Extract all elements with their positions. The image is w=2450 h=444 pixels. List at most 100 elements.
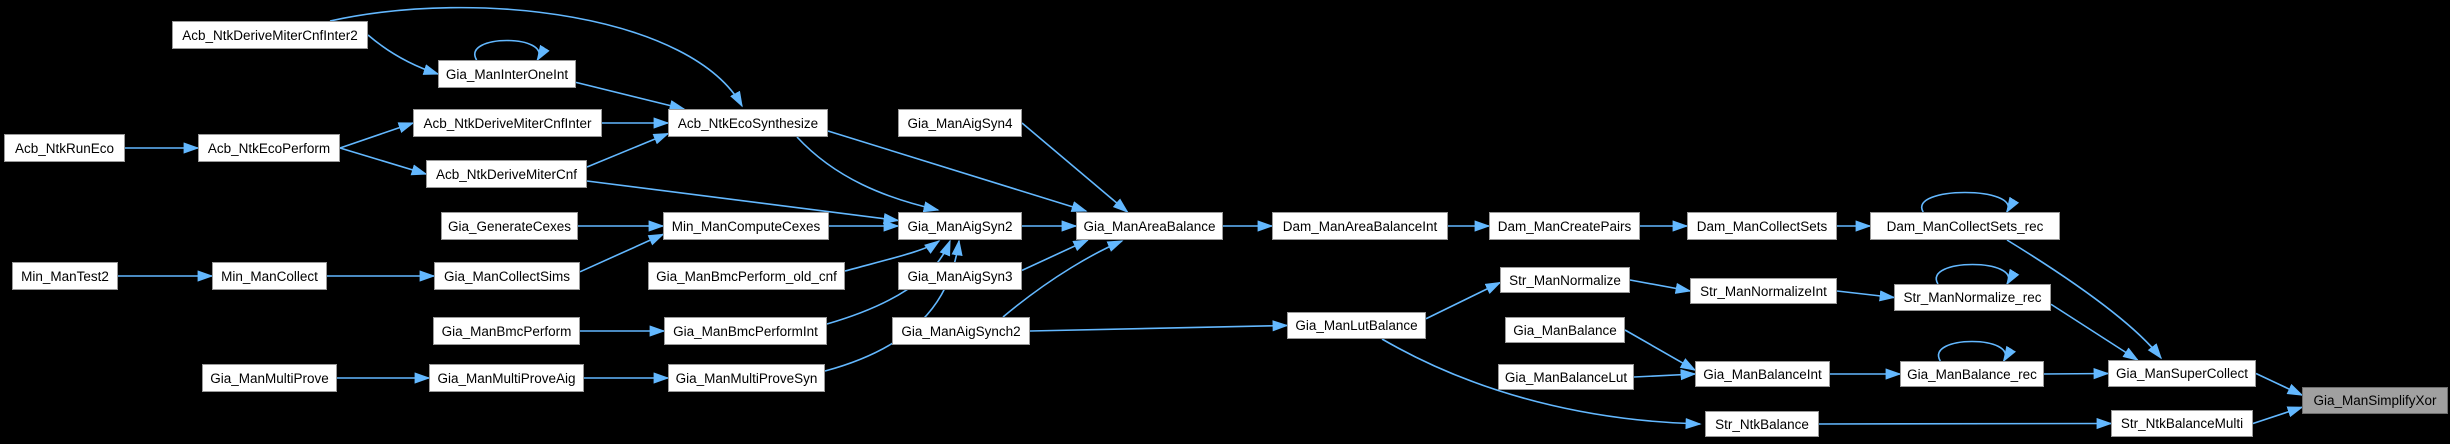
graph-node-label: Gia_ManAigSynch2: [901, 323, 1021, 339]
graph-node-balrec[interactable]: Gia_ManBalance_rec: [1900, 361, 2044, 387]
graph-node-normrec[interactable]: Str_ManNormalize_rec: [1894, 284, 2051, 311]
edge-inter2-interone: [367, 34, 440, 75]
graph-node-bmc[interactable]: Gia_ManBmcPerform: [433, 317, 580, 345]
graph-node-label: Gia_GenerateCexes: [447, 218, 572, 234]
edges-group: [118, 6, 2304, 430]
graph-node-label: Str_ManNormalize_rec: [1903, 290, 2042, 305]
graph-node-label: Dam_ManAreaBalanceInt: [1282, 218, 1438, 234]
edge-ecoperform-miterinter: [339, 122, 415, 149]
edge-synch2-lutbal: [1029, 320, 1289, 332]
graph-node-miterinter[interactable]: Acb_NtkDeriveMiterCnfInter: [413, 109, 602, 137]
edge-mitercnf-ecosynth: [586, 132, 670, 168]
graph-node-pairs[interactable]: Dam_ManCreatePairs: [1489, 212, 1640, 240]
graph-node-label: Str_NtkBalance: [1715, 416, 1809, 432]
graph-node-label: Gia_ManSimplifyXor: [2313, 393, 2437, 408]
edge-syn3-areabal: [1021, 239, 1090, 272]
graph-node-synch2[interactable]: Gia_ManAigSynch2: [892, 317, 1030, 345]
graph-node-label: Gia_ManAigSyn3: [907, 268, 1013, 284]
graph-node-setsrec[interactable]: Dam_ManCollectSets_rec: [1870, 212, 2060, 240]
graph-node-label: Min_ManComputeCexes: [671, 218, 821, 234]
graph-node-label: Gia_ManBalance_rec: [1907, 366, 2037, 382]
graph-node-normalize[interactable]: Str_ManNormalize: [1500, 267, 1630, 293]
edge-ntkbal-ntkmulti: [1818, 417, 2113, 430]
graph-node-collect[interactable]: Min_ManCollect: [212, 262, 327, 290]
graph-node-label: Gia_ManInterOneInt: [445, 66, 569, 82]
edge-ecosynth-areabal: [827, 130, 1088, 212]
edge-mitercnf-syn2: [586, 180, 900, 225]
graph-node-label: Dam_ManCollectSets_rec: [1886, 218, 2044, 234]
graph-node-areabal[interactable]: Gia_ManAreaBalance: [1076, 212, 1223, 240]
edge-setsrec-setsrec: [1920, 191, 2020, 214]
graph-node-syn3[interactable]: Gia_ManAigSyn3: [898, 262, 1022, 290]
graph-node-test2[interactable]: Min_ManTest2: [12, 262, 118, 290]
graph-node-xor: Gia_ManSimplifyXor: [2302, 387, 2448, 414]
edge-multisyn-syn2: [824, 239, 963, 372]
graph-node-label: Gia_ManBmcPerformInt: [673, 323, 818, 339]
edge-syn4-areabal: [1021, 122, 1129, 214]
graph-node-dambal[interactable]: Dam_ManAreaBalanceInt: [1272, 212, 1448, 240]
edge-normalize-normint: [1629, 279, 1692, 294]
graph-node-lutbal[interactable]: Gia_ManLutBalance: [1287, 312, 1426, 339]
graph-node-cexes[interactable]: Min_ManComputeCexes: [663, 212, 829, 240]
graph-node-label: Acb_NtkDeriveMiterCnf: [435, 166, 578, 182]
graph-node-gencexes[interactable]: Gia_GenerateCexes: [441, 212, 578, 240]
edge-interone-interone: [474, 39, 550, 62]
graph-node-inter2[interactable]: Acb_NtkDeriveMiterCnfInter2: [172, 21, 368, 49]
graph-node-label: Gia_ManAigSyn2: [907, 218, 1013, 234]
graph-node-ntkbal[interactable]: Str_NtkBalance: [1705, 411, 1819, 437]
edge-balrec-balrec: [1937, 340, 2016, 363]
edge-ballut-balint: [1633, 369, 1697, 381]
edge-ecosynth-syn2: [796, 136, 940, 213]
graph-node-label: Str_ManNormalizeInt: [1700, 283, 1827, 299]
edge-balrec-super: [2043, 368, 2110, 380]
edge-ntkmulti-xor: [2252, 406, 2304, 425]
edge-ecoperform-mitercnf: [339, 147, 428, 176]
edge-super-xor: [2255, 372, 2304, 396]
graph-node-multisyn[interactable]: Gia_ManMultiProveSyn: [668, 364, 825, 392]
graph-node-label: Gia_ManMultiProve: [210, 370, 329, 386]
graph-node-ballut[interactable]: Gia_ManBalanceLut: [1498, 364, 1634, 390]
graph-node-syn4[interactable]: Gia_ManAigSyn4: [898, 109, 1022, 137]
graph-node-label: Gia_ManBalance: [1513, 322, 1617, 338]
graph-node-multiaig[interactable]: Gia_ManMultiProveAig: [429, 364, 584, 392]
graph-node-label: Gia_ManBmcPerform: [441, 323, 572, 339]
graph-node-multiprove[interactable]: Gia_ManMultiProve: [202, 364, 337, 392]
graph-node-sets[interactable]: Dam_ManCollectSets: [1687, 212, 1837, 240]
graph-node-mitercnf[interactable]: Acb_NtkDeriveMiterCnf: [426, 160, 587, 188]
edge-synch2-areabal: [1002, 240, 1124, 318]
graph-node-label: Acb_NtkEcoPerform: [207, 140, 331, 156]
graph-node-oldcnf[interactable]: Gia_ManBmcPerform_old_cnf: [648, 262, 845, 290]
graph-node-balint[interactable]: Gia_ManBalanceInt: [1695, 361, 1830, 387]
graph-node-ntkmulti[interactable]: Str_NtkBalanceMulti: [2111, 410, 2253, 437]
edge-sims-cexes: [579, 233, 665, 273]
graph-node-label: Gia_ManAreaBalance: [1083, 218, 1216, 234]
graph-node-ecosynth[interactable]: Acb_NtkEcoSynthesize: [668, 109, 828, 137]
graph-node-label: Gia_ManSuperCollect: [2115, 366, 2249, 381]
graph-node-label: Gia_ManMultiProveAig: [437, 370, 576, 386]
graph-node-balance[interactable]: Gia_ManBalance: [1505, 317, 1625, 343]
graph-node-super[interactable]: Gia_ManSuperCollect: [2108, 360, 2256, 387]
edge-lutbal-normalize: [1425, 281, 1502, 320]
graph-node-label: Min_ManCollect: [221, 268, 318, 284]
graph-node-sims[interactable]: Gia_ManCollectSims: [434, 262, 580, 290]
graph-node-runeco[interactable]: Acb_NtkRunEco: [4, 134, 125, 162]
edge-balance-balint: [1624, 329, 1697, 371]
graph-node-label: Str_ManNormalize: [1509, 272, 1621, 288]
graph-node-label: Gia_ManBmcPerform_old_cnf: [656, 268, 837, 284]
graph-node-ecoperform[interactable]: Acb_NtkEcoPerform: [198, 134, 340, 162]
graph-node-label: Acb_NtkDeriveMiterCnfInter: [423, 115, 592, 131]
graph-node-bmcint[interactable]: Gia_ManBmcPerformInt: [664, 317, 827, 345]
graph-node-label: Acb_NtkRunEco: [14, 140, 115, 156]
graph-node-normint[interactable]: Str_ManNormalizeInt: [1690, 278, 1837, 304]
graph-node-syn2[interactable]: Gia_ManAigSyn2: [898, 212, 1022, 240]
graph-node-label: Dam_ManCreatePairs: [1497, 218, 1632, 234]
graph-node-label: Gia_ManLutBalance: [1295, 318, 1418, 333]
graph-node-label: Gia_ManBalanceInt: [1703, 366, 1822, 382]
graph-node-label: Min_ManTest2: [21, 268, 109, 284]
graph-node-label: Gia_ManAigSyn4: [907, 115, 1013, 131]
graph-node-interone[interactable]: Gia_ManInterOneInt: [438, 60, 576, 88]
edge-setsrec-super: [2006, 239, 2162, 360]
graph-node-label: Str_NtkBalanceMulti: [2120, 416, 2244, 431]
